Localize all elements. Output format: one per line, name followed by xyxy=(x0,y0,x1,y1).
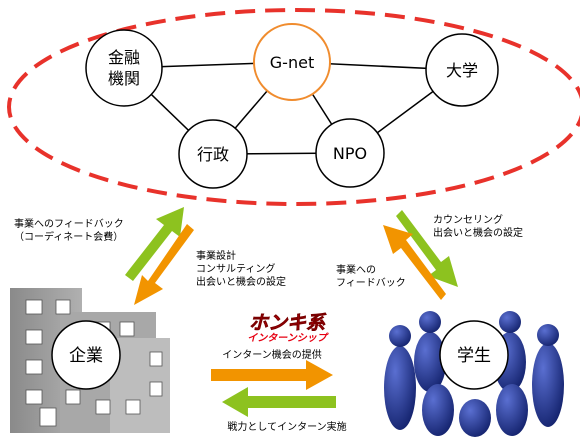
feedback-student-line-1: 事業への xyxy=(336,265,376,276)
node-university-label: 大学 xyxy=(446,61,478,80)
students-group-icon xyxy=(384,311,564,437)
node-university: 大学 xyxy=(425,33,499,107)
feedback-top-line-2: （コーディネート会費） xyxy=(14,232,124,243)
intern-labor-caption: 戦力としてインターン実施 xyxy=(227,420,346,433)
honkikei-logo: ホンキ系 インターンシップ xyxy=(247,312,328,344)
feedback-student-label: 事業への フィードバック xyxy=(336,264,406,290)
arrow-green-student-down-icon xyxy=(396,210,458,287)
node-student: 学生 xyxy=(439,320,509,390)
node-company-label: 企業 xyxy=(69,346,103,366)
intern-offer-caption: インターン機会の提供 xyxy=(222,348,322,361)
node-npo-label: NPO xyxy=(333,144,367,163)
node-gnet-label: G-net xyxy=(270,53,314,72)
services-student-label: カウンセリング 出会いと機会の設定 xyxy=(433,214,523,240)
node-student-label: 学生 xyxy=(457,346,491,366)
node-finance: 金融 機関 xyxy=(85,29,163,107)
node-government: 行政 xyxy=(178,119,248,189)
node-finance-label-2: 機関 xyxy=(108,69,140,88)
arrow-green-company-up-icon xyxy=(125,207,184,281)
services-student-line-2: 出会いと機会の設定 xyxy=(433,228,523,239)
services-company-line-3: 出会いと機会の設定 xyxy=(196,277,286,288)
logo-line-1: ホンキ系 xyxy=(249,312,327,334)
node-government-label: 行政 xyxy=(197,145,229,164)
feedback-student-line-2: フィードバック xyxy=(336,278,406,289)
arrow-green-left-icon xyxy=(222,387,336,417)
feedback-top-line-1: 事業へのフィードバック xyxy=(14,219,124,230)
services-student-line-1: カウンセリング xyxy=(433,215,503,226)
arrow-orange-right-icon xyxy=(211,360,333,390)
arrow-orange-company-down-icon xyxy=(134,224,194,305)
feedback-top-label: 事業へのフィードバック （コーディネート会費） xyxy=(14,218,124,244)
arrow-orange-student-up-icon xyxy=(383,225,446,300)
node-finance-label-1: 金融 xyxy=(108,48,140,67)
node-company: 企業 xyxy=(51,320,121,390)
logo-line-2: インターンシップ xyxy=(247,332,328,344)
services-company-line-1: 事業設計 xyxy=(196,251,236,262)
services-company-line-2: コンサルティング xyxy=(196,264,276,275)
network-ellipse xyxy=(7,8,580,206)
services-company-label: 事業設計 コンサルティング 出会いと機会の設定 xyxy=(196,250,286,289)
node-npo: NPO xyxy=(315,118,385,188)
node-gnet: G-net xyxy=(253,23,331,101)
